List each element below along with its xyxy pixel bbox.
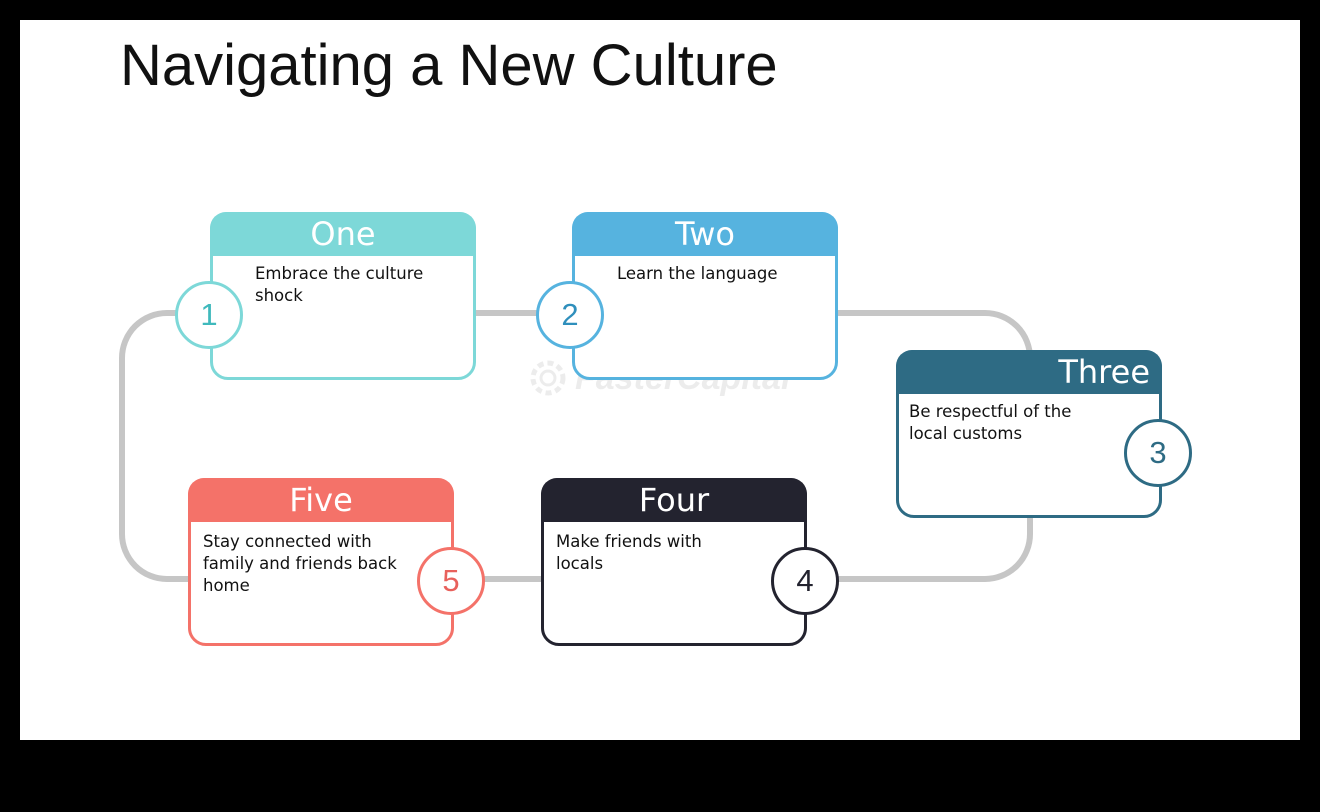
step-card-one: One Embrace the culture shock (210, 212, 476, 380)
step-text: Embrace the culture shock (255, 264, 424, 305)
step-heading: Two (572, 212, 838, 256)
step-number-badge: 2 (536, 281, 604, 349)
step-heading: One (210, 212, 476, 256)
step-card-three: Three Be respectful of the local customs (896, 350, 1162, 518)
page-title: Navigating a New Culture (120, 33, 778, 98)
step-text: Stay connected with family and friends b… (203, 532, 397, 595)
gear-icon (530, 360, 566, 396)
step-card-two: Two Learn the language (572, 212, 838, 380)
step-text: Learn the language (617, 264, 778, 283)
step-number-badge: 3 (1124, 419, 1192, 487)
step-heading: Three (896, 350, 1162, 394)
step-number-badge: 5 (417, 547, 485, 615)
step-heading: Five (188, 478, 454, 522)
step-number-badge: 1 (175, 281, 243, 349)
step-heading: Four (541, 478, 807, 522)
step-text: Make friends with locals (556, 532, 702, 573)
step-number-badge: 4 (771, 547, 839, 615)
step-card-four: Four Make friends with locals (541, 478, 807, 646)
step-card-five: Five Stay connected with family and frie… (188, 478, 454, 646)
slide: Navigating a New Culture FasterCapital O… (20, 20, 1300, 740)
step-text: Be respectful of the local customs (909, 402, 1072, 443)
